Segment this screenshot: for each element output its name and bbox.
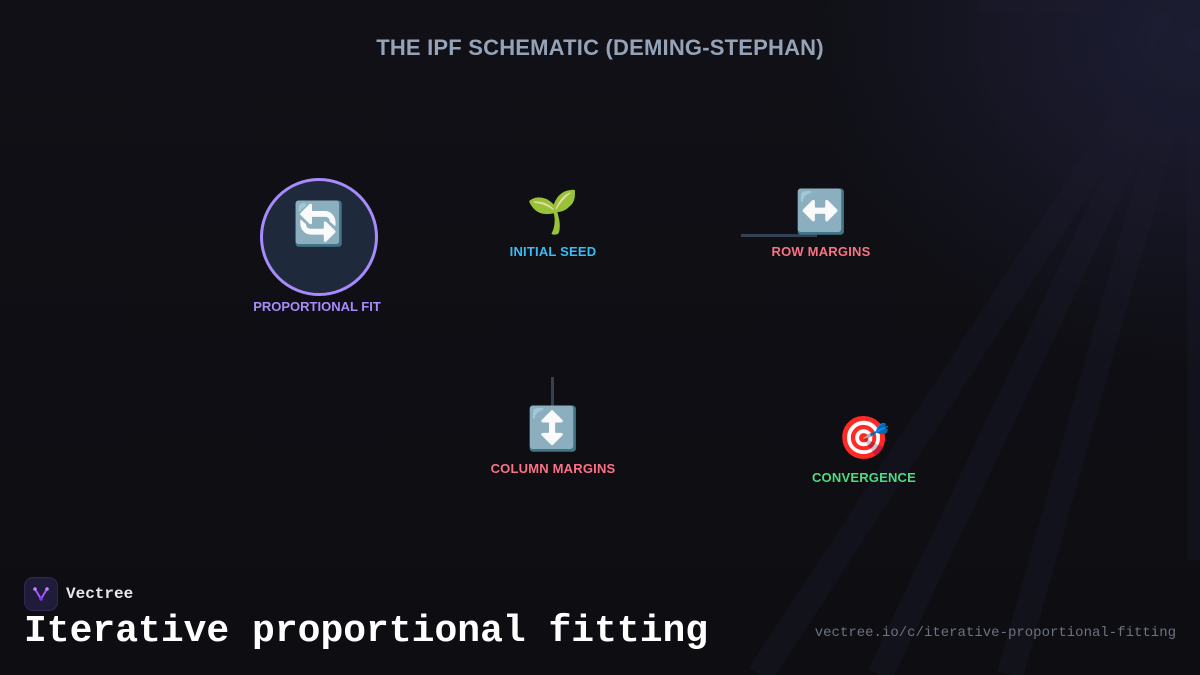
- target-icon: 🎯: [837, 413, 891, 462]
- up-down-arrow-icon: ↕️: [526, 404, 580, 453]
- node-convergence: 🎯 CONVERGENCE: [764, 413, 964, 486]
- seedling-icon: 🌱: [526, 187, 580, 236]
- left-right-arrow-icon: ↔️: [794, 187, 848, 236]
- hub-circle: [260, 178, 378, 296]
- node-column-margins: ↕️ COLUMN MARGINS: [453, 404, 653, 477]
- page-url[interactable]: vectree.io/c/iterative-proportional-fitt…: [814, 625, 1176, 641]
- page-title: Iterative proportional fitting: [24, 610, 709, 653]
- brand[interactable]: Vectree: [24, 577, 133, 611]
- node-label-initial-seed: INITIAL SEED: [509, 244, 597, 259]
- vectree-logo-icon: [24, 577, 58, 611]
- node-label-row-margins: ROW MARGINS: [771, 244, 871, 259]
- counterclockwise-arrows-icon: 🔄: [292, 199, 346, 248]
- node-label-proportional-fit: PROPORTIONAL FIT: [253, 299, 381, 314]
- brand-name: Vectree: [66, 585, 134, 603]
- node-label-column-margins: COLUMN MARGINS: [490, 461, 616, 476]
- diagram-title: THE IPF SCHEMATIC (DEMING-STEPHAN): [376, 35, 824, 60]
- node-initial-seed: 🌱 INITIAL SEED: [453, 187, 653, 260]
- node-label-convergence: CONVERGENCE: [811, 470, 917, 485]
- connector-seed-columns: [551, 377, 554, 407]
- connector-seed-rows: [741, 234, 817, 237]
- node-row-margins: ↔️ ROW MARGINS: [721, 187, 921, 260]
